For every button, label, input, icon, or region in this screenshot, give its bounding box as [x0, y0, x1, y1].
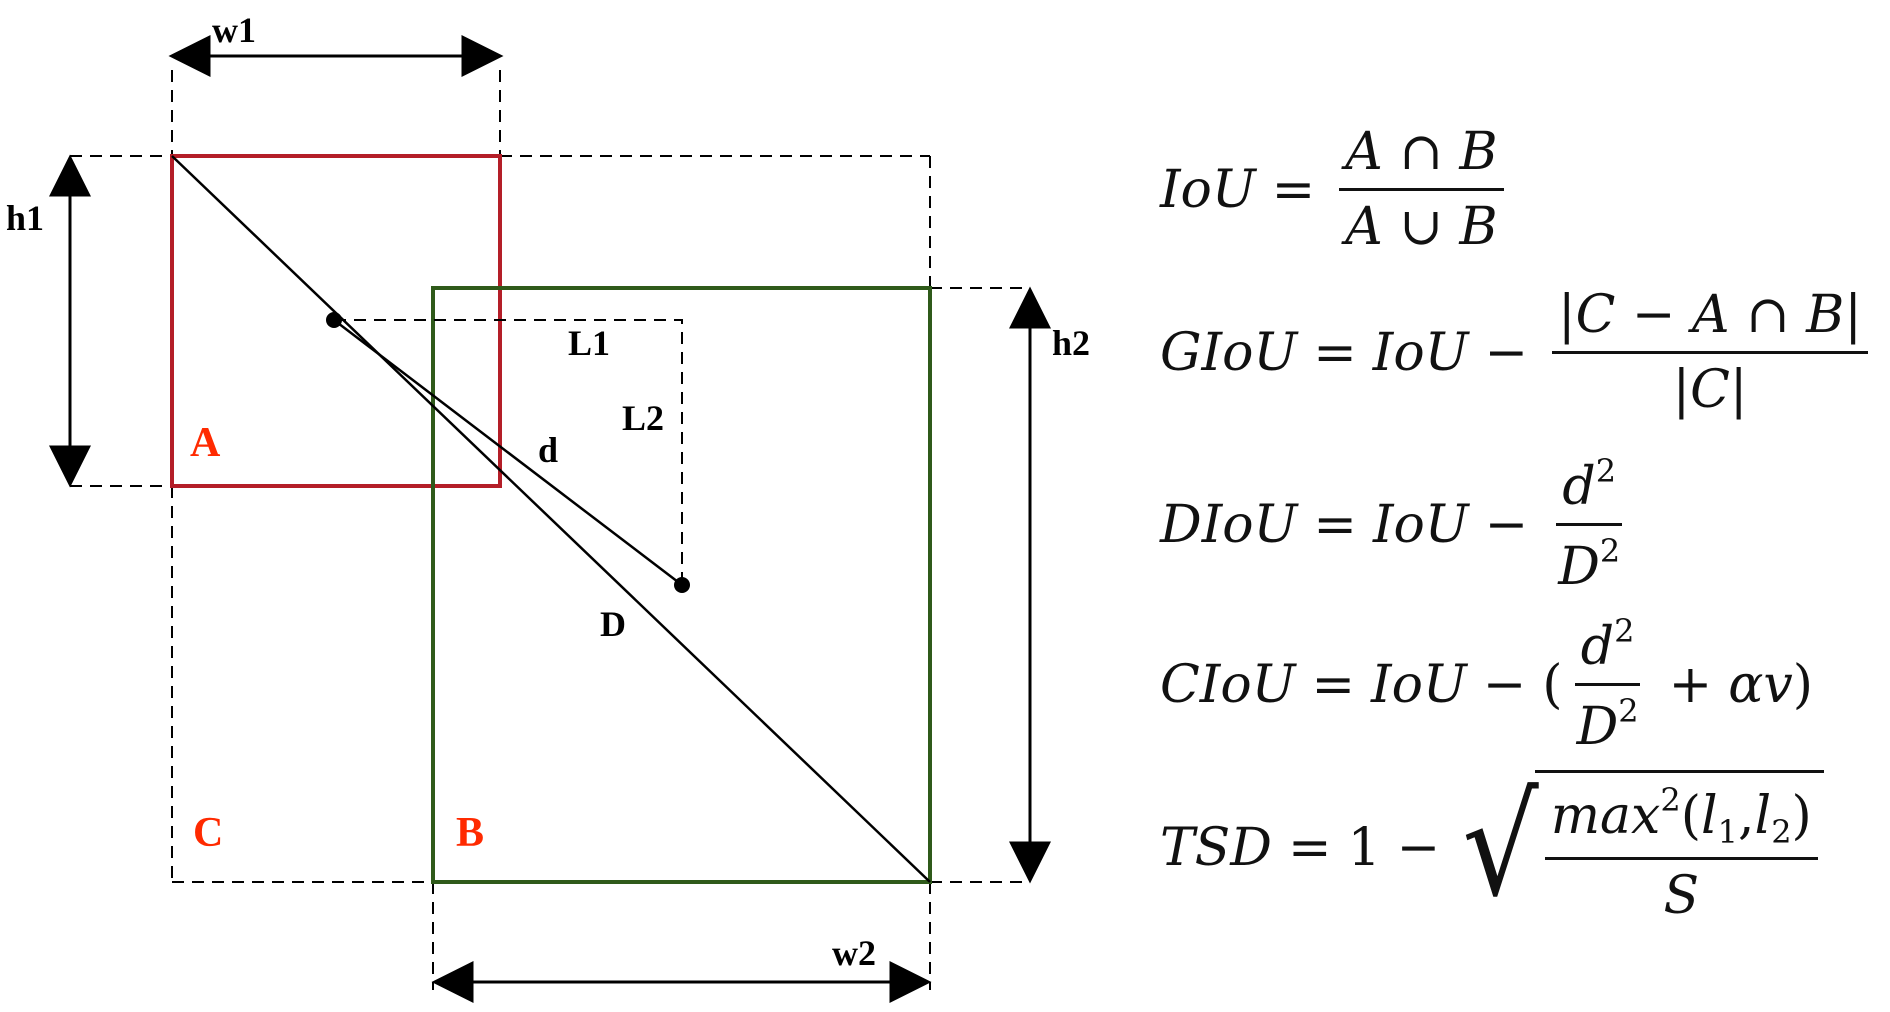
box-b [431, 286, 932, 884]
diou-denominator: D2 [1558, 532, 1621, 597]
diou-lhs: DIoU [1160, 494, 1298, 555]
label-h2: h2 [1052, 323, 1090, 363]
offset-legs [334, 319, 683, 585]
minus-sign: − [1396, 818, 1441, 878]
giou-iou-term: IoU [1372, 322, 1469, 383]
diou-iou-term: IoU [1372, 494, 1469, 555]
giou-numerator: |C − A ∩ B| [1552, 285, 1868, 354]
equals-sign: = [1271, 159, 1316, 220]
extension-lines [171, 70, 1030, 990]
label-l1: L1 [568, 323, 610, 363]
center-point-b [674, 577, 690, 593]
iou-fraction: A ∩ B A ∪ B [1339, 122, 1504, 257]
label-a: A [190, 420, 221, 466]
center-distance-d [333, 319, 683, 586]
ciou-denominator: D2 [1576, 692, 1639, 757]
tsd-lhs: TSD [1160, 818, 1272, 878]
label-d: d [538, 430, 558, 470]
diou-fraction: d2 D2 [1552, 452, 1626, 597]
equals-sign: = [1313, 494, 1357, 555]
formula-diou: DIoU = IoU − d2 D2 [1160, 452, 1634, 597]
iou-diagram: w1 h1 h2 w2 L1 L2 d D A B C [6, 10, 1090, 1003]
plus-sign: + [1668, 654, 1713, 715]
formula-iou: IoU = A ∩ B A ∪ B [1160, 122, 1512, 257]
formula-giou: GIoU = IoU − |C − A ∩ B| |C| [1160, 285, 1876, 420]
formula-ciou: CIoU = IoU − ( d2 D2 + αv ) [1160, 612, 1813, 757]
sqrt-symbol: √ max2(l1,l2) S [1462, 770, 1824, 926]
iou-denominator: A ∪ B [1345, 197, 1498, 257]
tsd-denominator: S [1663, 866, 1700, 926]
ciou-fraction: d2 D2 [1571, 612, 1645, 757]
minus-sign: − [1482, 654, 1527, 715]
ciou-alpha-v: αv [1728, 654, 1793, 715]
label-w1: w1 [212, 10, 256, 50]
formula-tsd: TSD = 1 − √ max2(l1,l2) S [1160, 770, 1824, 926]
label-big-d: D [600, 604, 626, 644]
label-c: C [193, 810, 223, 856]
ciou-numerator: d2 [1574, 612, 1641, 686]
open-paren: ( [1542, 654, 1563, 715]
diou-numerator: d2 [1556, 452, 1623, 526]
iou-numerator: A ∩ B [1339, 122, 1504, 191]
tsd-one: 1 [1347, 818, 1381, 878]
ciou-iou-term: IoU [1371, 654, 1467, 715]
label-l2: L2 [622, 398, 664, 438]
minus-sign: − [1484, 494, 1529, 555]
iou-lhs: IoU [1160, 159, 1256, 220]
label-w2: w2 [832, 933, 876, 973]
tsd-numerator: max2(l1,l2) [1544, 781, 1818, 860]
enclosing-box-c [70, 155, 931, 883]
center-point-a [326, 312, 342, 328]
label-h1: h1 [6, 198, 44, 238]
ciou-lhs: CIoU [1160, 654, 1296, 715]
radical-icon: √ [1462, 767, 1539, 928]
label-b: B [456, 810, 484, 856]
equals-sign: = [1313, 322, 1357, 383]
equals-sign: = [1288, 818, 1332, 878]
giou-lhs: GIoU [1160, 322, 1298, 383]
giou-denominator: |C| [1672, 360, 1748, 420]
giou-fraction: |C − A ∩ B| |C| [1552, 285, 1868, 420]
minus-sign: − [1484, 322, 1529, 383]
tsd-fraction: max2(l1,l2) S [1544, 781, 1818, 926]
diagonal-d [171, 155, 931, 883]
close-paren: ) [1792, 654, 1814, 715]
equals-sign: = [1311, 654, 1356, 715]
